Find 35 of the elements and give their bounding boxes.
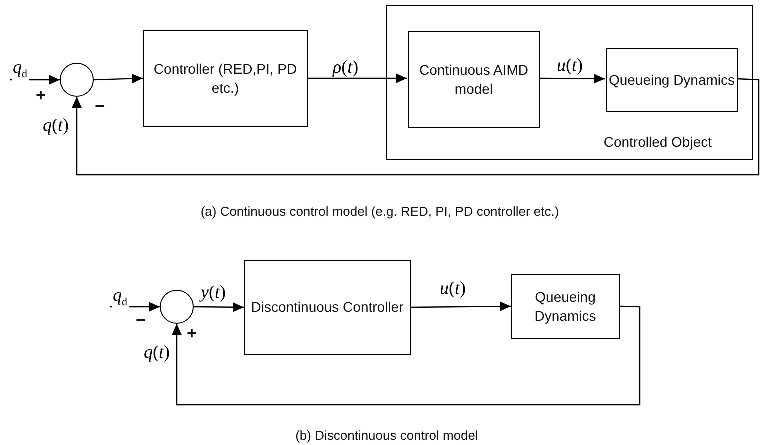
signal-label: q(t) — [143, 343, 172, 361]
block-box — [408, 31, 540, 128]
figure-caption: (a) Continuous control model (e.g. RED, PI, PD controller etc.) — [200, 204, 560, 219]
sign-label: + — [187, 324, 197, 344]
block-label: Discontinuous Controller — [251, 298, 404, 317]
block-box — [511, 274, 620, 339]
sign-label: + — [36, 86, 46, 106]
signal-label: q(t) — [42, 116, 70, 134]
signal-arrow — [194, 302, 244, 312]
figure-caption: (b) Discontinuous control model — [296, 428, 478, 443]
block-box — [143, 30, 308, 127]
signal-label: y(t) — [200, 283, 228, 301]
signal-arrow — [94, 74, 144, 84]
block-label: Queueing Dynamics — [534, 288, 598, 325]
signal-label: u(t) — [439, 279, 468, 297]
signal-arrow — [72, 78, 760, 176]
signal-arrow — [411, 302, 511, 312]
summing-junction — [160, 290, 194, 324]
sign-label: − — [95, 97, 105, 117]
signal-arrow — [172, 306, 641, 406]
signal-arrow — [10, 75, 60, 85]
block-label: Controller (RED,PI, PD etc.) — [152, 60, 298, 97]
group-box — [386, 5, 753, 160]
block-box — [606, 48, 738, 112]
group-title: Controlled Object — [604, 132, 712, 151]
summing-junction — [60, 63, 94, 97]
signal-label: ρ(t) — [332, 58, 360, 76]
signal-arrow — [110, 302, 160, 312]
block-label: Continuous AIMD model — [418, 61, 530, 98]
sign-label: − — [136, 311, 146, 331]
signal-arrow — [539, 74, 605, 84]
signal-arrow — [308, 74, 407, 84]
block-label: Queueing Dynamics — [608, 70, 736, 90]
signal-label: u(t) — [556, 56, 584, 74]
block-box — [244, 260, 411, 355]
